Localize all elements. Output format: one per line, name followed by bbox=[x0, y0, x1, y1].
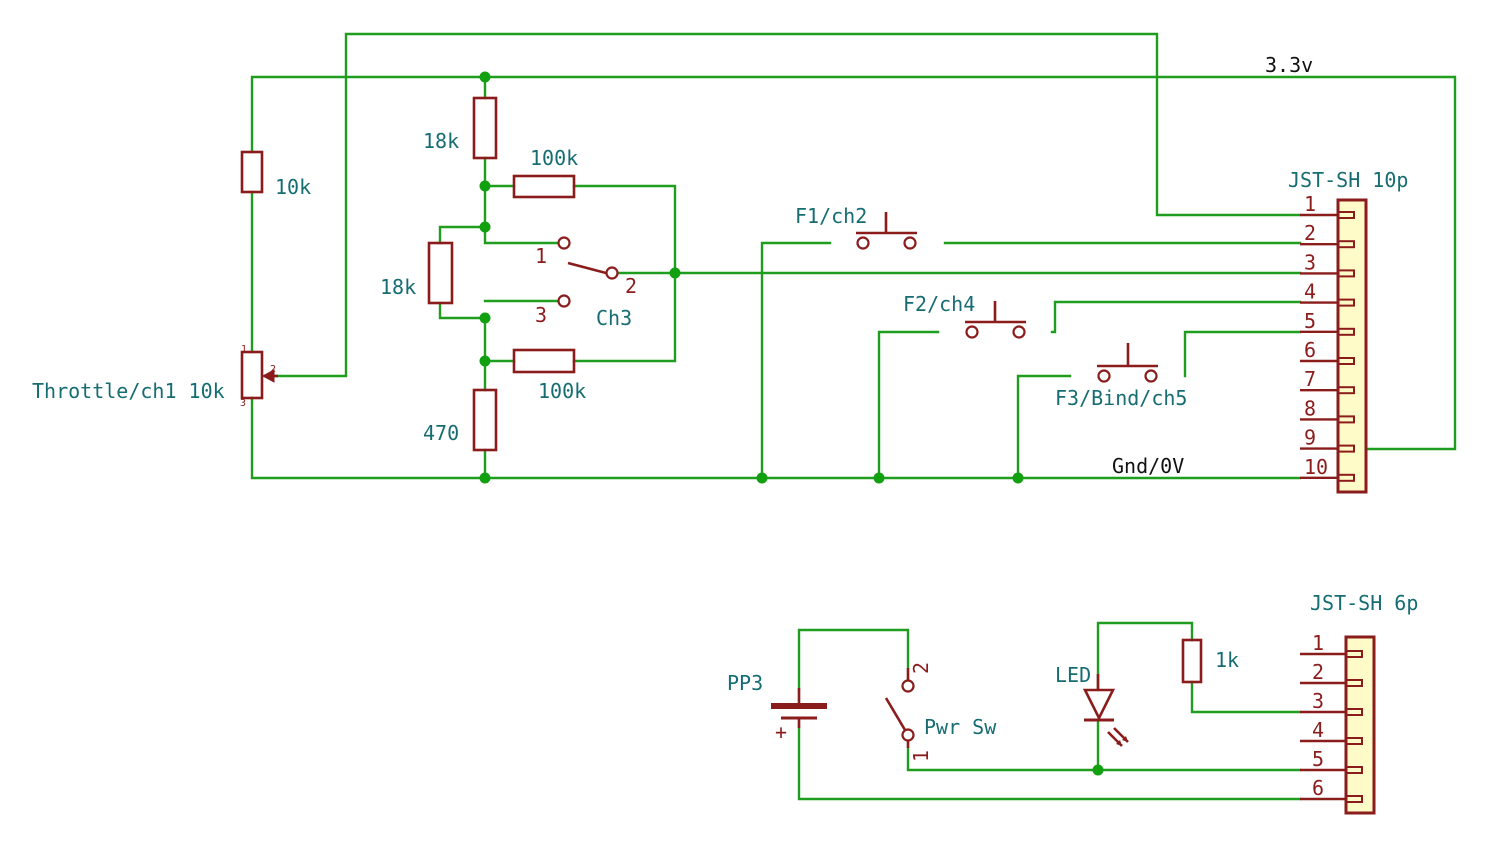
connector-pin-contact bbox=[1337, 269, 1355, 278]
connector-pin-number: 3 bbox=[1304, 250, 1316, 274]
connector-pin-number: 2 bbox=[1312, 660, 1324, 684]
pushbutton-f3 bbox=[1097, 343, 1158, 383]
junction bbox=[479, 312, 491, 324]
ch3-pin-2: 2 bbox=[625, 274, 637, 298]
connector-pin-number: 4 bbox=[1312, 718, 1324, 742]
ch3-pin-1: 1 bbox=[535, 244, 547, 268]
junction bbox=[1092, 764, 1104, 776]
junction bbox=[479, 472, 491, 484]
connector-pin-number: 5 bbox=[1304, 309, 1316, 333]
connector-6p-pins: 1 2 3 4 5 6 bbox=[1300, 631, 1363, 803]
connector-pin-contact bbox=[1345, 708, 1363, 716]
label-3v3-rail: 3.3v bbox=[1265, 53, 1313, 77]
pot-pin-2: 2 bbox=[270, 364, 276, 375]
pwr-switch-pin-1: 1 bbox=[909, 750, 933, 762]
connector-pin-number: 2 bbox=[1304, 221, 1316, 245]
label-switch-f1: F1/ch2 bbox=[795, 204, 867, 228]
connector-pin-number: 6 bbox=[1304, 338, 1316, 362]
label-battery: PP3 bbox=[727, 671, 763, 695]
connector-pin-contact bbox=[1337, 444, 1355, 453]
label-connector-10p: JST-SH 10p bbox=[1288, 168, 1408, 192]
connector-pin-number: 7 bbox=[1304, 367, 1316, 391]
resistor-470 bbox=[472, 388, 498, 452]
connector-pin-number: 3 bbox=[1312, 689, 1324, 713]
connector-pin-contact bbox=[1337, 211, 1355, 219]
junction bbox=[479, 71, 491, 83]
connector-pin-contact bbox=[1345, 650, 1363, 658]
label-throttle: Throttle/ch1 10k bbox=[32, 379, 225, 403]
potentiometer-throttle: 1 2 3 bbox=[240, 344, 278, 409]
label-switch-f2: F2/ch4 bbox=[903, 292, 975, 316]
switch-ch3: 1 2 3 bbox=[535, 236, 637, 327]
connector-pin-contact bbox=[1337, 473, 1355, 482]
label-ground-rail: Gnd/0V bbox=[1112, 454, 1184, 478]
label-led: LED bbox=[1055, 663, 1091, 687]
connector-pin-contact bbox=[1337, 327, 1355, 336]
label-switch-ch3: Ch3 bbox=[596, 306, 632, 330]
resistor-100k-bottom bbox=[512, 348, 576, 374]
label-r-10k: 10k bbox=[275, 175, 311, 199]
resistor-1k bbox=[1181, 638, 1203, 684]
resistor-18k-top bbox=[472, 96, 498, 160]
pushbutton-f1 bbox=[856, 212, 917, 250]
battery-plus-sign: + bbox=[775, 720, 787, 744]
connector-jst-10p: 1 2 3 4 5 6 7 8 9 10 bbox=[1300, 192, 1368, 494]
label-r-470: 470 bbox=[423, 421, 459, 445]
led bbox=[1082, 674, 1129, 747]
connector-pin-number: 10 bbox=[1304, 455, 1328, 479]
pot-pin-3: 3 bbox=[240, 398, 246, 409]
label-r-18k-mid: 18k bbox=[380, 275, 416, 299]
connector-10p-pins: 1 2 3 4 5 6 7 8 9 10 bbox=[1300, 192, 1355, 482]
connector-pin-number: 1 bbox=[1312, 631, 1324, 655]
label-power-switch: Pwr Sw bbox=[924, 715, 997, 739]
connector-pin-contact bbox=[1345, 679, 1363, 687]
connector-pin-number: 1 bbox=[1304, 192, 1316, 216]
junctions bbox=[479, 71, 1104, 776]
junction bbox=[756, 472, 768, 484]
wires-power bbox=[797, 621, 1302, 801]
connector-jst-6p: 1 2 3 4 5 6 bbox=[1300, 631, 1376, 815]
connector-pin-contact bbox=[1337, 386, 1355, 395]
connector-pin-contact bbox=[1337, 415, 1355, 424]
junction bbox=[479, 180, 491, 192]
ch3-pin-3: 3 bbox=[535, 303, 547, 327]
pwr-switch-pin-2: 2 bbox=[909, 662, 933, 674]
connector-pin-contact bbox=[1337, 298, 1355, 307]
resistor-100k-top bbox=[512, 174, 576, 199]
junction bbox=[479, 221, 491, 233]
label-r-1k: 1k bbox=[1215, 648, 1239, 672]
pushbutton-f2 bbox=[965, 301, 1026, 339]
connector-pin-number: 5 bbox=[1312, 747, 1324, 771]
label-r-18k-top: 18k bbox=[423, 129, 459, 153]
pot-pin-1: 1 bbox=[241, 344, 247, 355]
connector-pin-number: 6 bbox=[1312, 776, 1324, 800]
connector-pin-contact bbox=[1345, 737, 1363, 745]
switch-power bbox=[884, 668, 915, 748]
label-connector-6p: JST-SH 6p bbox=[1310, 591, 1418, 615]
connector-pin-number: 9 bbox=[1304, 426, 1316, 450]
junction bbox=[479, 355, 491, 367]
label-r-100k-top: 100k bbox=[530, 146, 578, 170]
connector-pin-contact bbox=[1337, 357, 1355, 365]
battery-pp3 bbox=[771, 688, 827, 728]
label-r-100k-bottom: 100k bbox=[538, 379, 586, 403]
connector-pin-number: 4 bbox=[1304, 280, 1316, 304]
resistor-18k-mid bbox=[427, 241, 454, 305]
label-switch-f3: F3/Bind/ch5 bbox=[1055, 386, 1187, 410]
junction bbox=[873, 472, 885, 484]
connector-pin-contact bbox=[1337, 240, 1355, 249]
junction bbox=[1012, 472, 1024, 484]
connector-pin-contact bbox=[1345, 795, 1363, 803]
text-labels: 3.3v Gnd/0V 10k Throttle/ch1 10k 18k 100… bbox=[32, 53, 1418, 762]
junction bbox=[669, 267, 681, 279]
connector-pin-number: 8 bbox=[1304, 396, 1316, 420]
connector-pin-contact bbox=[1345, 766, 1363, 774]
resistor-10k bbox=[240, 150, 264, 194]
wires-main bbox=[250, 32, 1457, 480]
